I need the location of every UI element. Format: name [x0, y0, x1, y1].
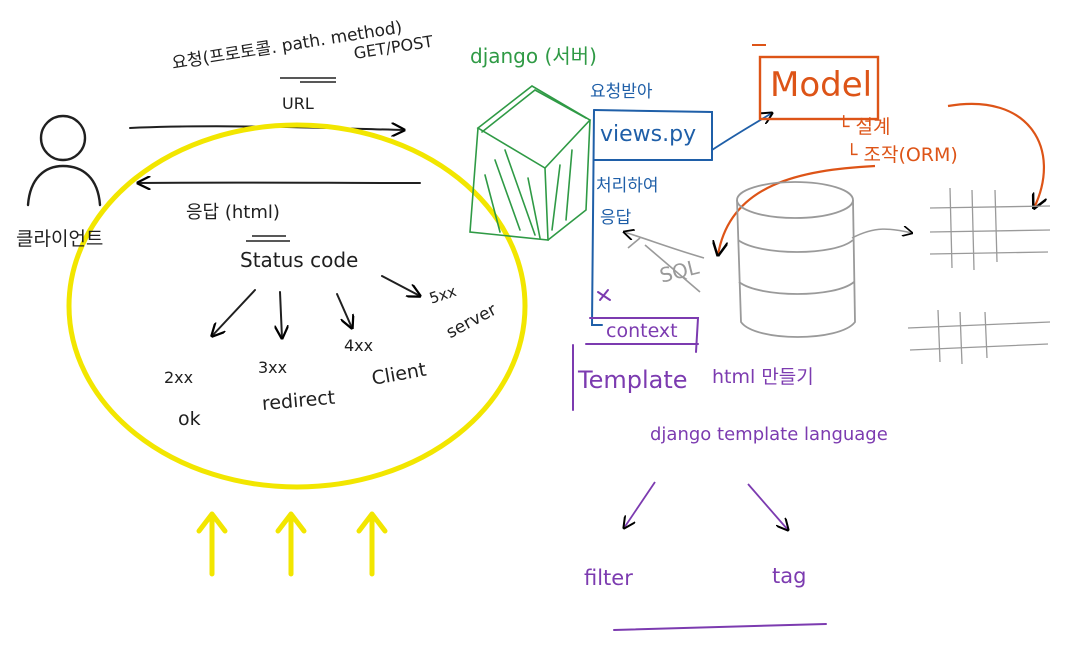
design-label: └ 설계	[838, 116, 891, 138]
status-arrow-3xx	[280, 291, 282, 338]
status-arrow-5xx	[381, 275, 420, 296]
status-meaning-2xx: ok	[178, 408, 201, 430]
status-code-4xx: 4xx	[344, 336, 374, 355]
respond-label: 응답	[600, 208, 632, 228]
filter-label: filter	[584, 566, 633, 590]
table-grid-icon	[929, 187, 1051, 271]
model-label: Model	[770, 65, 873, 105]
client-label: 클라이언트	[16, 228, 104, 250]
html-make-label: html 만들기	[712, 366, 814, 388]
status-arrow-4xx	[336, 293, 352, 328]
views-bracket	[590, 109, 713, 326]
table-grid-icon-2	[907, 309, 1051, 365]
url-label: URL	[282, 94, 314, 113]
filter-arrow	[624, 481, 656, 528]
process-label: 처리하여	[596, 176, 659, 196]
html-underline	[246, 235, 290, 242]
manipulate-label: └ 조작(ORM)	[846, 144, 958, 166]
status-arrow-2xx	[212, 289, 256, 336]
path-underline	[280, 77, 336, 83]
sql-arrow	[624, 232, 705, 259]
status-title: Status code	[240, 248, 359, 272]
django-label: django (서버)	[470, 44, 597, 68]
tag-arrow	[747, 483, 788, 530]
template-label: Template	[578, 366, 688, 394]
context-label: context	[606, 320, 678, 342]
tag-label: tag	[772, 564, 807, 588]
model-box	[758, 55, 880, 121]
database-icon	[736, 181, 856, 338]
template-language-label: django template language	[650, 424, 888, 445]
django-server-sketch	[469, 85, 592, 241]
yellow-up-arrow-2	[275, 511, 307, 577]
template-bracket	[572, 289, 827, 631]
yellow-up-arrow-3	[356, 511, 388, 577]
orm-arrow-left	[718, 164, 876, 255]
orm-arrow-right	[947, 102, 1044, 208]
client-person-icon	[26, 114, 102, 207]
yellow-up-arrow-1	[196, 511, 228, 577]
db-to-table-arrow	[851, 229, 912, 239]
status-code-3xx: 3xx	[258, 358, 288, 377]
response-label: 응답 (html)	[186, 202, 280, 223]
receive-label: 요청받아	[590, 82, 653, 102]
status-code-2xx: 2xx	[164, 368, 194, 387]
highlight-ellipse	[66, 122, 528, 490]
views-label: views.py	[600, 122, 697, 147]
views-to-model-arrow	[711, 113, 772, 151]
